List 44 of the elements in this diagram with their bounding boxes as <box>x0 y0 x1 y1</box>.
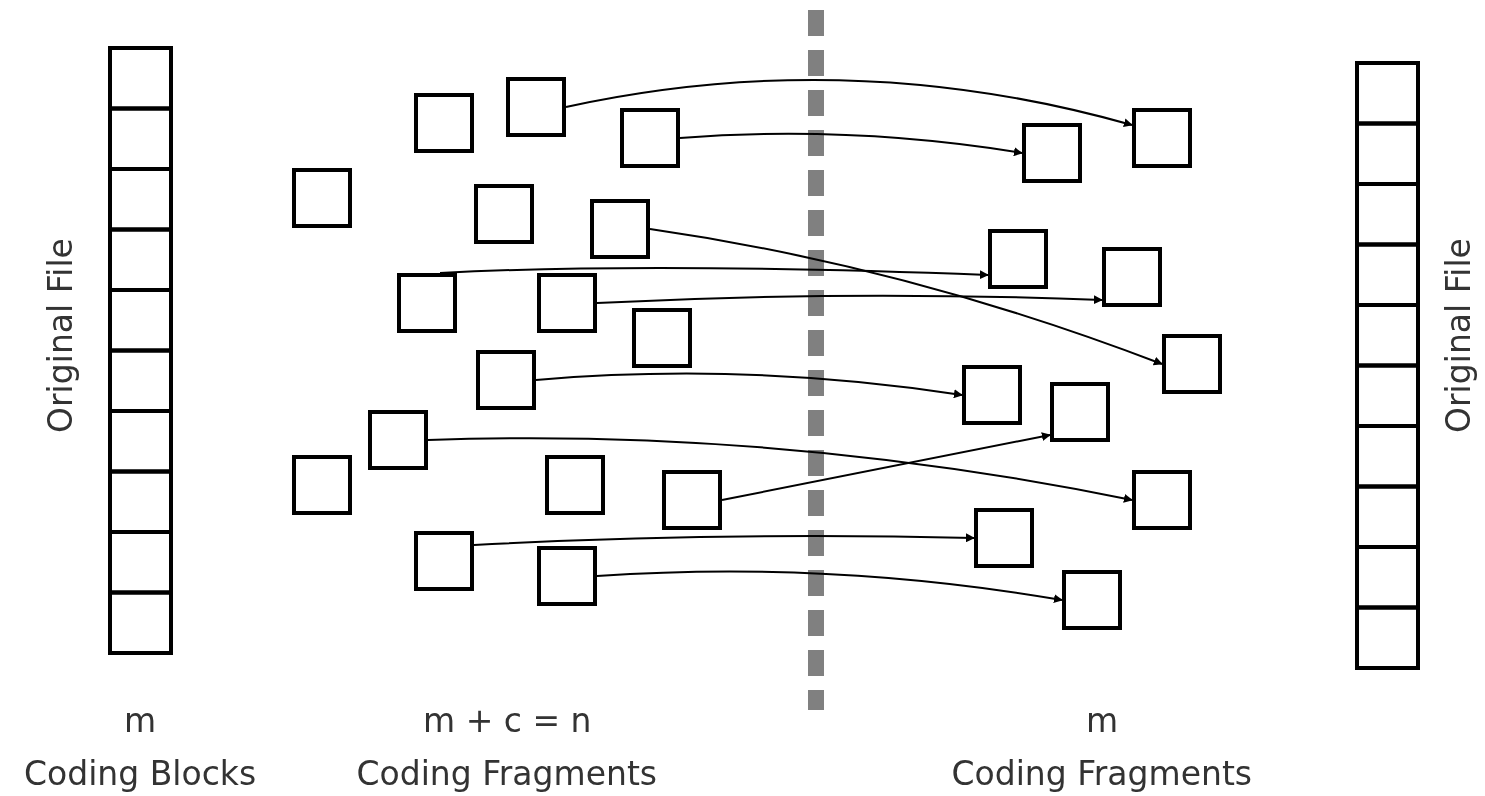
fragment-box <box>1050 382 1110 442</box>
count-label: m <box>1086 703 1119 737</box>
fragment-box <box>474 184 534 244</box>
fragment-box <box>1132 108 1192 168</box>
file-label: Original File <box>43 237 77 433</box>
fragment-box <box>1102 247 1162 307</box>
arrow <box>439 267 989 280</box>
fragment-box <box>537 273 597 333</box>
fragment-box <box>476 350 536 410</box>
count-label: m <box>124 703 157 737</box>
fragment-box <box>414 531 474 591</box>
fragment-box <box>1162 334 1222 394</box>
fragment-box <box>292 168 352 228</box>
fragment-box <box>632 308 692 368</box>
fragment-box <box>988 229 1048 289</box>
caption-text: Coding Fragments <box>356 756 657 790</box>
fragment-box <box>590 199 650 259</box>
caption-text: Coding Blocks <box>24 756 257 790</box>
fragment-box <box>545 455 605 515</box>
fragment-box <box>397 273 457 333</box>
arrow <box>721 432 1051 501</box>
arrow <box>473 533 975 546</box>
fragment-box <box>962 365 1022 425</box>
fragment-box <box>506 77 566 137</box>
fragment-box <box>662 470 722 530</box>
arrow <box>565 79 1133 128</box>
arrow <box>535 372 963 399</box>
fragment-box <box>537 546 597 606</box>
arrow <box>596 570 1063 604</box>
fragment-box <box>620 108 680 168</box>
fragment-box <box>368 410 428 470</box>
fragment-box <box>292 455 352 515</box>
fragment-box <box>414 93 474 153</box>
caption-text: Coding Fragments <box>951 756 1252 790</box>
arrow <box>427 437 1133 503</box>
arrow <box>649 228 1163 366</box>
fragment-box <box>1022 123 1082 183</box>
arrow <box>679 132 1023 157</box>
fragment-box <box>1062 570 1122 630</box>
formula-text: m + c = n <box>423 703 592 737</box>
fragment-box <box>1132 470 1192 530</box>
arrow <box>596 294 1103 305</box>
file-label: Original File <box>1441 237 1475 433</box>
fragment-box <box>974 508 1034 568</box>
